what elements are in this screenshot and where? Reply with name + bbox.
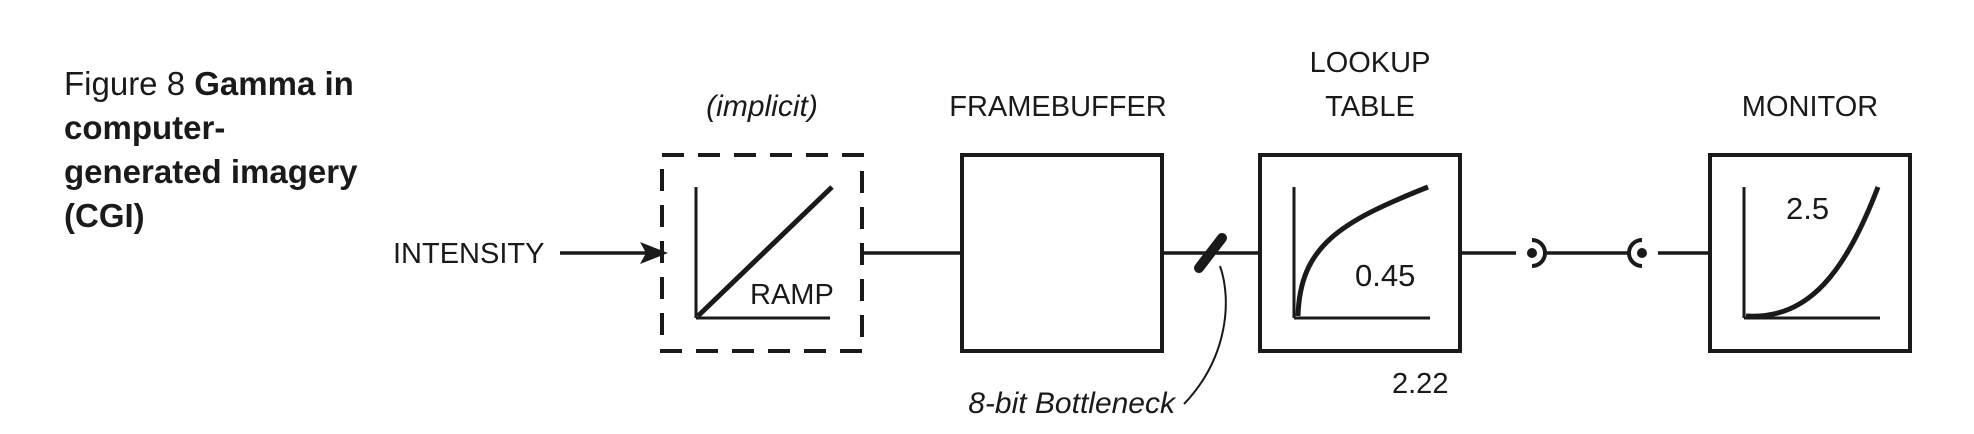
bottleneck-slash [1194,233,1227,273]
ramp-curve [696,185,834,318]
lut-exponent: 0.45 [1355,258,1415,293]
framebuffer-box [960,153,1164,353]
framebuffer-header: FRAMEBUFFER [949,91,1167,123]
bottleneck-leader [1183,265,1227,405]
monitor-header: MONITOR [1742,91,1878,123]
monitor-axes [1742,187,1880,320]
lut-sub-value: 2.22 [1392,368,1448,400]
input-connector-right [1627,237,1658,269]
output-connector-left [1516,237,1547,269]
figure-number: Figure 8 [64,65,186,102]
lut-header-line2: TABLE [1325,91,1415,123]
ramp-axes [694,187,830,320]
figure-title: Gamma in computer-generated imagery (CGI… [64,65,358,234]
lut-header-line1: LOOKUP [1310,47,1431,79]
lut-axes [1292,187,1430,320]
intensity-label: INTENSITY [393,238,544,270]
bottleneck-label: 8-bit Bottleneck [968,387,1177,420]
figure-caption: Figure 8 Gamma in computer-generated ima… [64,62,364,238]
lut-curve [1295,184,1429,317]
monitor-exponent: 2.5 [1786,191,1829,226]
intensity-arrowhead [640,242,668,264]
lut-box [1258,153,1462,353]
ramp-header: (implicit) [706,90,818,123]
monitor-box [1708,153,1912,353]
monitor-curve [1745,186,1881,319]
ramp-box [660,153,864,353]
ramp-label: RAMP [750,279,834,311]
